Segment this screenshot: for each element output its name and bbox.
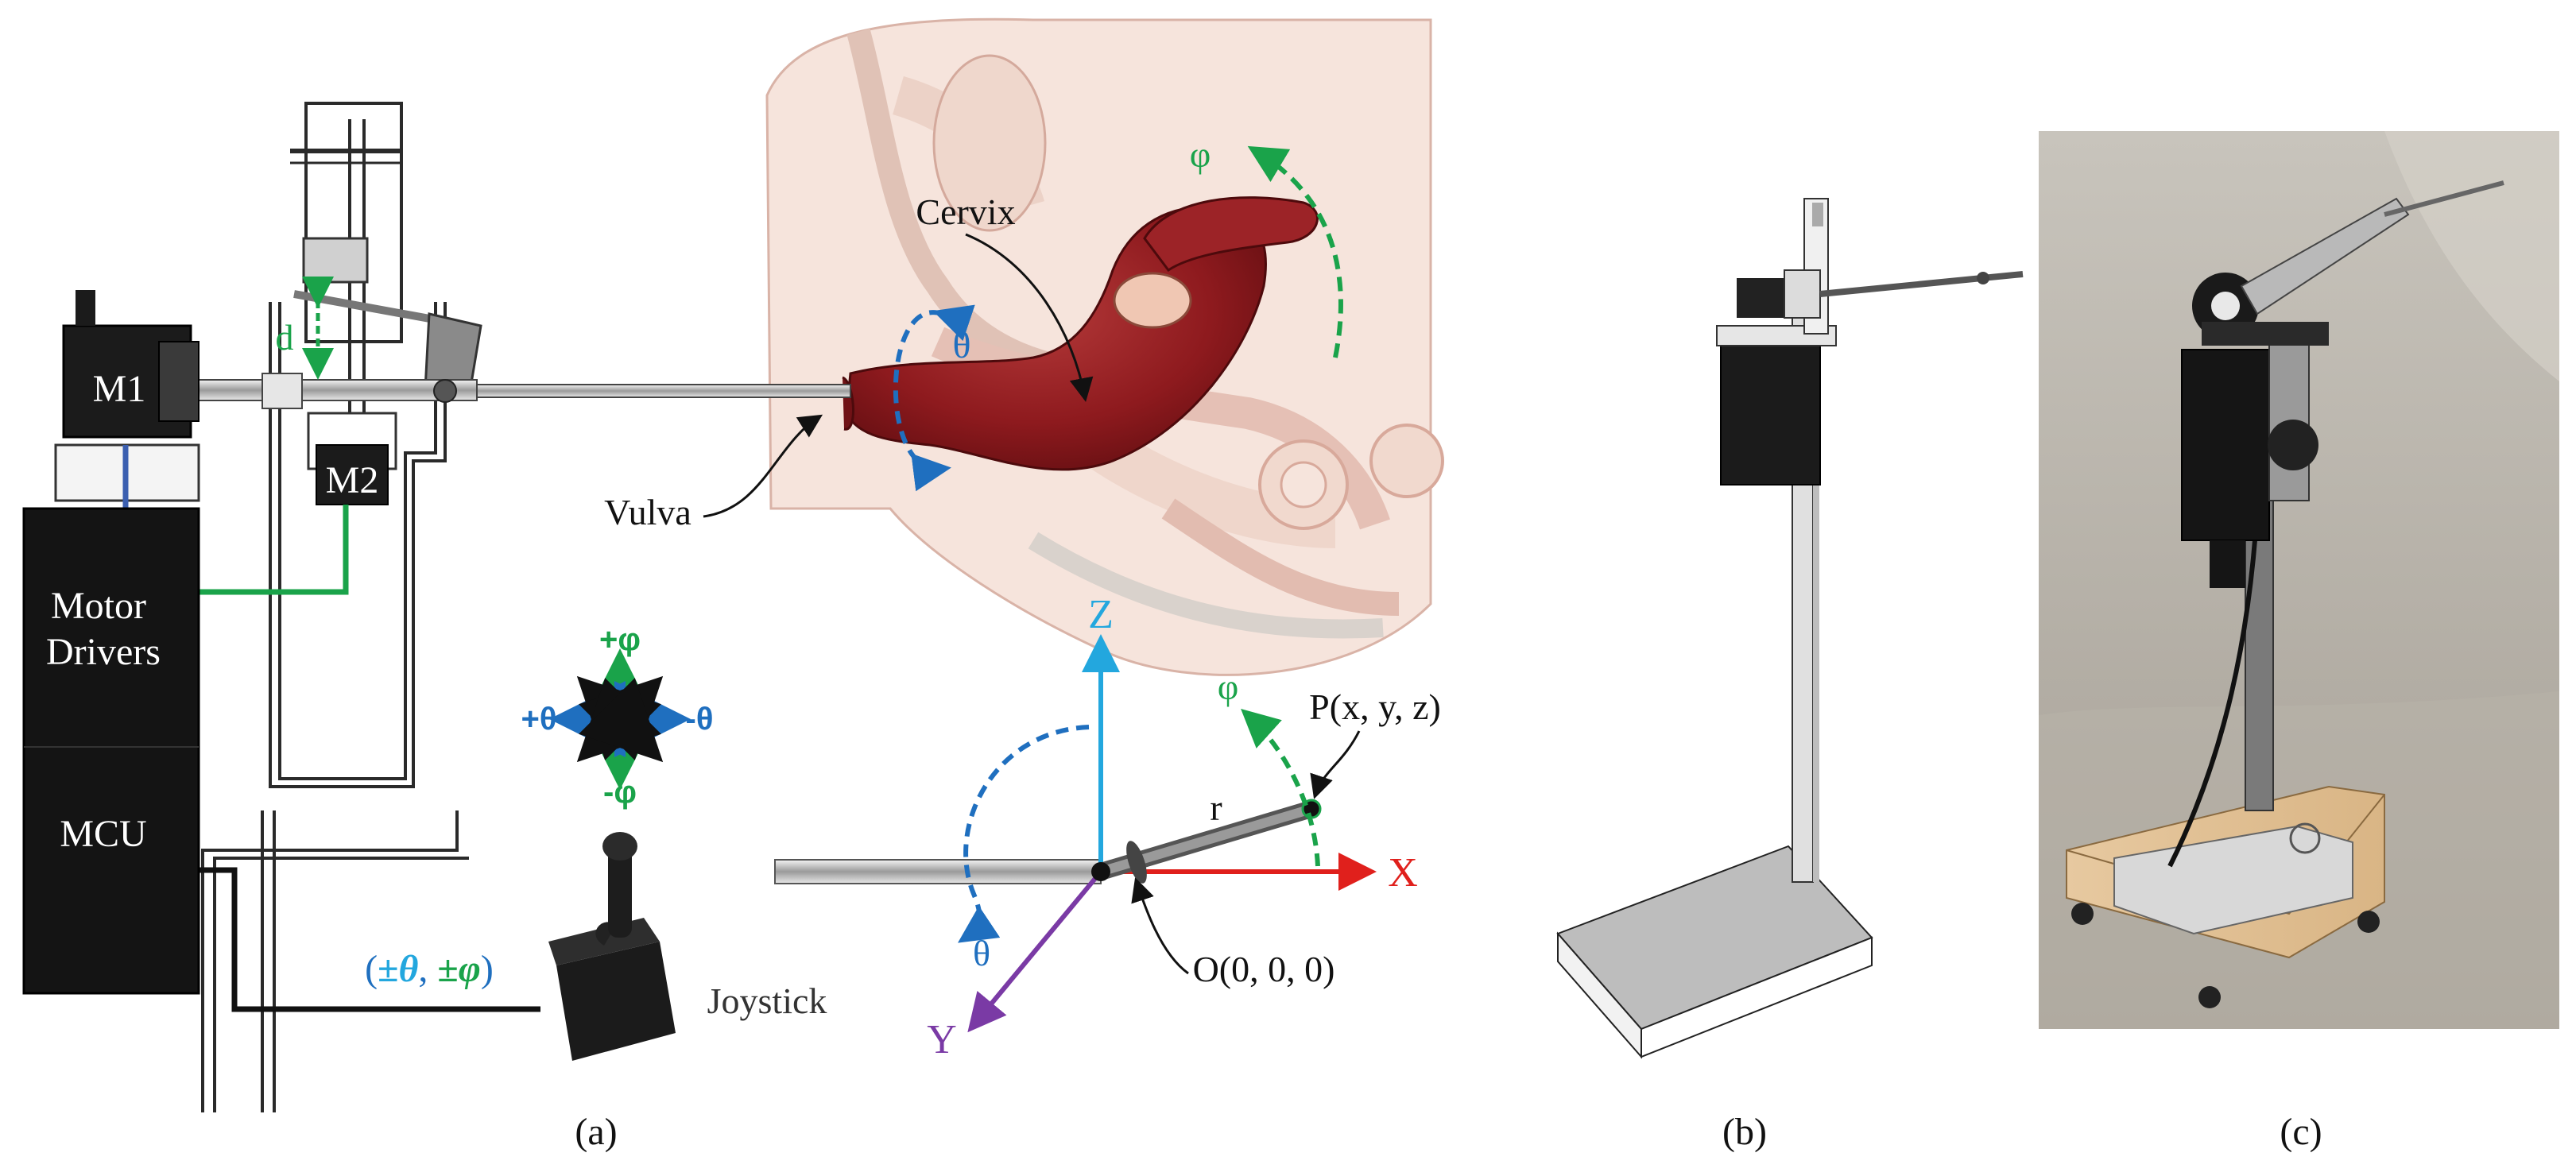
phi-axis-label: φ bbox=[1218, 667, 1239, 707]
wire-m2 bbox=[195, 505, 349, 595]
caption-c: (c) bbox=[2280, 1111, 2322, 1153]
caption-b: (b) bbox=[1722, 1111, 1767, 1153]
theta-rotation-top: θ bbox=[893, 304, 975, 492]
motor-drivers-line-1: Motor bbox=[51, 585, 146, 627]
signal-close: ) bbox=[481, 948, 494, 990]
vulva-label: Vulva bbox=[604, 492, 691, 532]
origin-point bbox=[1091, 862, 1110, 881]
panel-b: (b) bbox=[1556, 198, 2024, 1153]
theta-axis-label: θ bbox=[973, 933, 990, 973]
signal-comma: , bbox=[418, 948, 437, 990]
minus-phi-label: -φ bbox=[603, 775, 637, 810]
motor-m2: M2 bbox=[307, 412, 397, 505]
control-box: Motor Drivers MCU bbox=[22, 507, 200, 995]
plus-theta-label: +θ bbox=[521, 702, 557, 737]
wire-joystick bbox=[199, 867, 540, 1012]
mcu-label: MCU bbox=[60, 813, 146, 855]
joystick: Joystick bbox=[548, 832, 827, 1061]
motor-m1-label: M1 bbox=[93, 368, 146, 410]
motor-m2-label: M2 bbox=[326, 459, 379, 501]
motor-drivers-label: Motor Drivers bbox=[46, 585, 161, 673]
point-p-label: P(x, y, z) bbox=[1309, 687, 1441, 727]
signal-theta: ±θ bbox=[378, 948, 418, 990]
axis-x-label: X bbox=[1388, 850, 1418, 896]
joystick-label: Joystick bbox=[707, 981, 827, 1021]
signal-open: ( bbox=[365, 948, 378, 990]
axis-y-label: Y bbox=[927, 1017, 957, 1062]
minus-theta-label: -θ bbox=[686, 702, 714, 737]
plus-phi-label: +φ bbox=[599, 622, 641, 657]
phi-rotation-top: φ bbox=[1190, 134, 1343, 358]
joystick-direction-pad: +φ -φ +θ -θ bbox=[521, 622, 714, 810]
coordinate-system: Z X Y r φ θ P(x, y, z) O(0, 0, 0) bbox=[774, 592, 1441, 1062]
cervix-pointer bbox=[965, 233, 1094, 402]
anatomy-labels: Cervix Vulva bbox=[604, 191, 1094, 532]
origin-label: O(0, 0, 0) bbox=[1193, 949, 1335, 989]
axis-z-label: Z bbox=[1088, 592, 1114, 637]
displacement-d: d bbox=[276, 277, 334, 380]
panel-c: (c) bbox=[2039, 131, 2559, 1153]
vulva-pointer bbox=[703, 414, 823, 518]
theta-top-label: θ bbox=[953, 324, 971, 366]
caption-a: (a) bbox=[575, 1111, 617, 1153]
cervix-label: Cervix bbox=[916, 191, 1015, 232]
axis-y bbox=[967, 870, 1103, 1033]
motor-drivers-line-2: Drivers bbox=[46, 631, 161, 673]
signal-phi: ±φ bbox=[437, 948, 480, 990]
phi-top-label: φ bbox=[1190, 134, 1211, 175]
joystick-signal-label: (±θ, ±φ) bbox=[365, 948, 494, 990]
d-label: d bbox=[276, 317, 294, 358]
instrument-rod bbox=[190, 373, 851, 409]
r-label: r bbox=[1210, 787, 1222, 828]
panel-a: M1 M2 d Motor Drivers MCU bbox=[22, 17, 1444, 1153]
